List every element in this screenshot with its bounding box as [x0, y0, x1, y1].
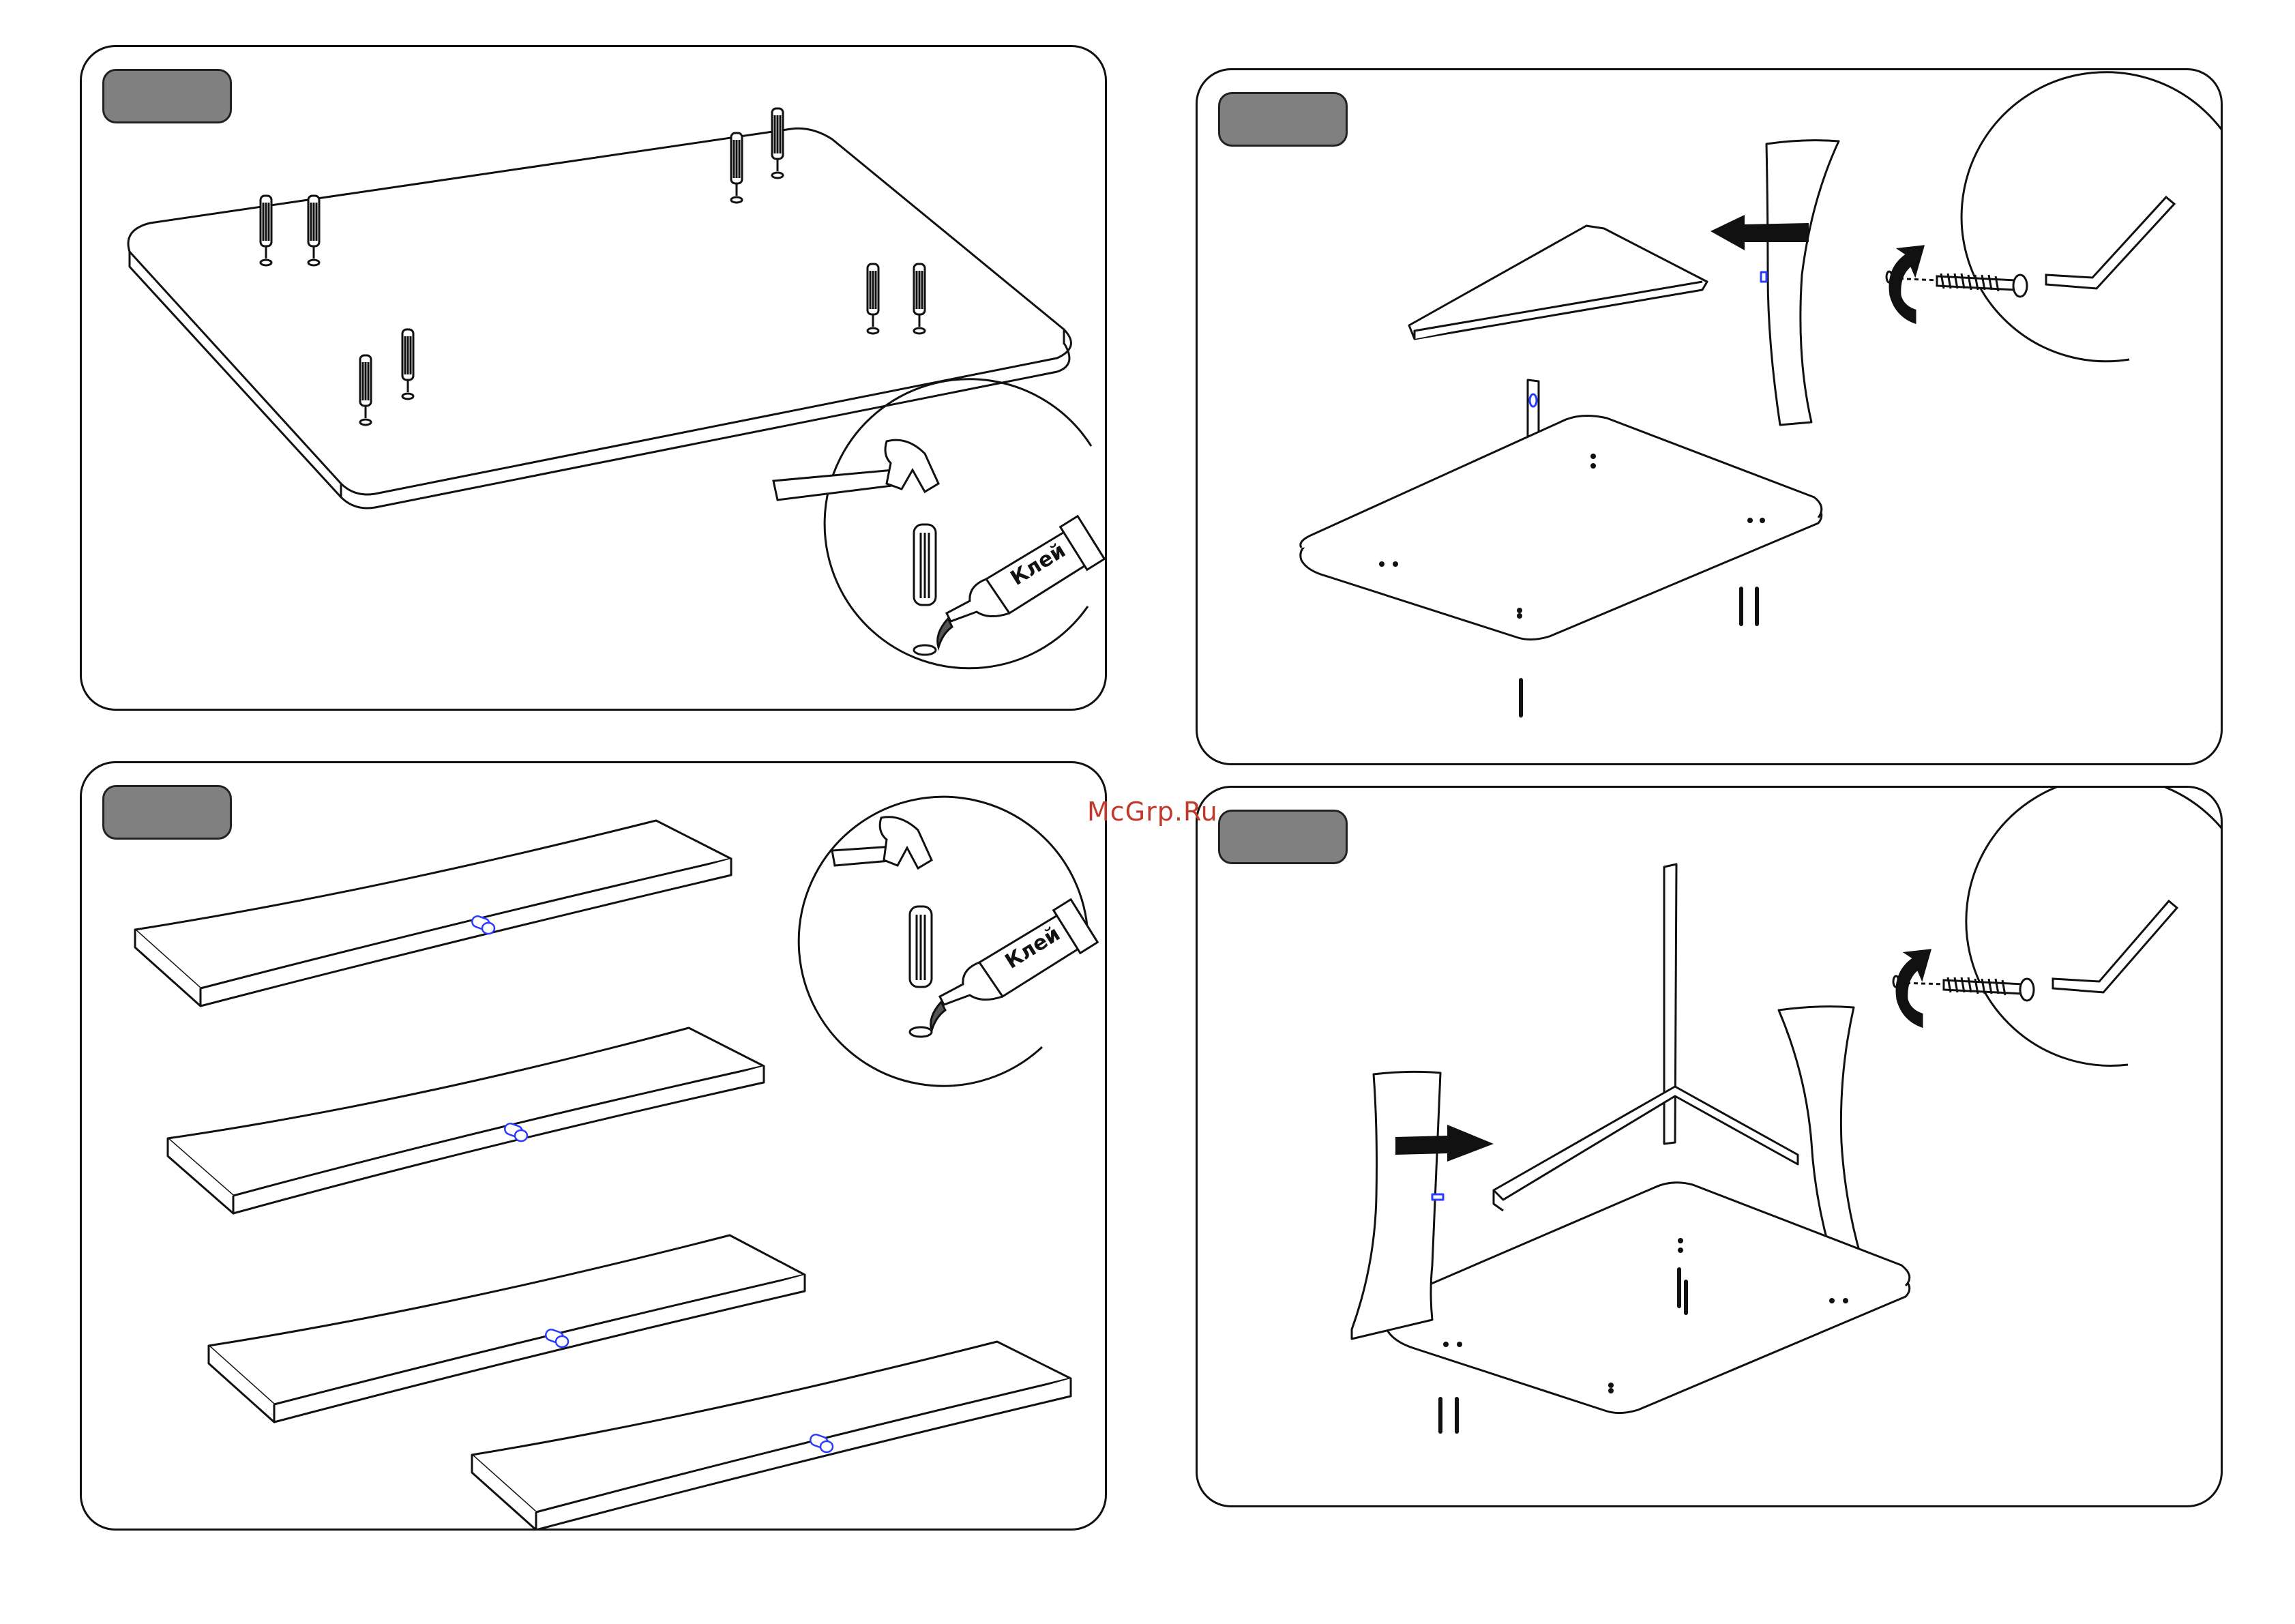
- step-2-illustration: Клей: [82, 763, 1105, 1529]
- rail: [209, 1235, 805, 1422]
- tabletop: [128, 128, 1071, 494]
- bolt-icon: [1440, 1399, 1457, 1432]
- dowel-detail: [914, 525, 936, 655]
- dowel-detail: [910, 906, 932, 1037]
- detail-inset: [1893, 788, 2221, 1065]
- rail: [168, 1028, 764, 1213]
- leg: [1766, 141, 1839, 425]
- hex-key-icon: [2046, 197, 2174, 289]
- rotate-icon: [1897, 950, 1930, 1027]
- step-4-panel: [1196, 786, 2223, 1507]
- hammer-icon: [773, 440, 938, 500]
- detail-inset: [1886, 72, 2221, 361]
- rail: [135, 821, 731, 1006]
- leg: [1352, 1072, 1440, 1339]
- hammer-icon: [832, 817, 932, 868]
- step-3-illustration: [1198, 70, 2221, 763]
- detail-inset: [773, 379, 1104, 668]
- bolt-detail: [1937, 274, 2027, 297]
- watermark: McGrp.Ru: [1087, 797, 1218, 827]
- rail: [472, 1342, 1071, 1529]
- step-1-panel: Клей: [80, 45, 1107, 711]
- step-2-panel: Клей: [80, 761, 1107, 1531]
- step-3-panel: [1196, 68, 2223, 765]
- frame-rail: [1409, 226, 1707, 339]
- step-4-illustration: [1198, 788, 2221, 1505]
- step-1-illustration: Клей: [82, 47, 1105, 709]
- rotate-icon: [1890, 246, 1923, 323]
- hex-key-icon: [2053, 901, 2177, 992]
